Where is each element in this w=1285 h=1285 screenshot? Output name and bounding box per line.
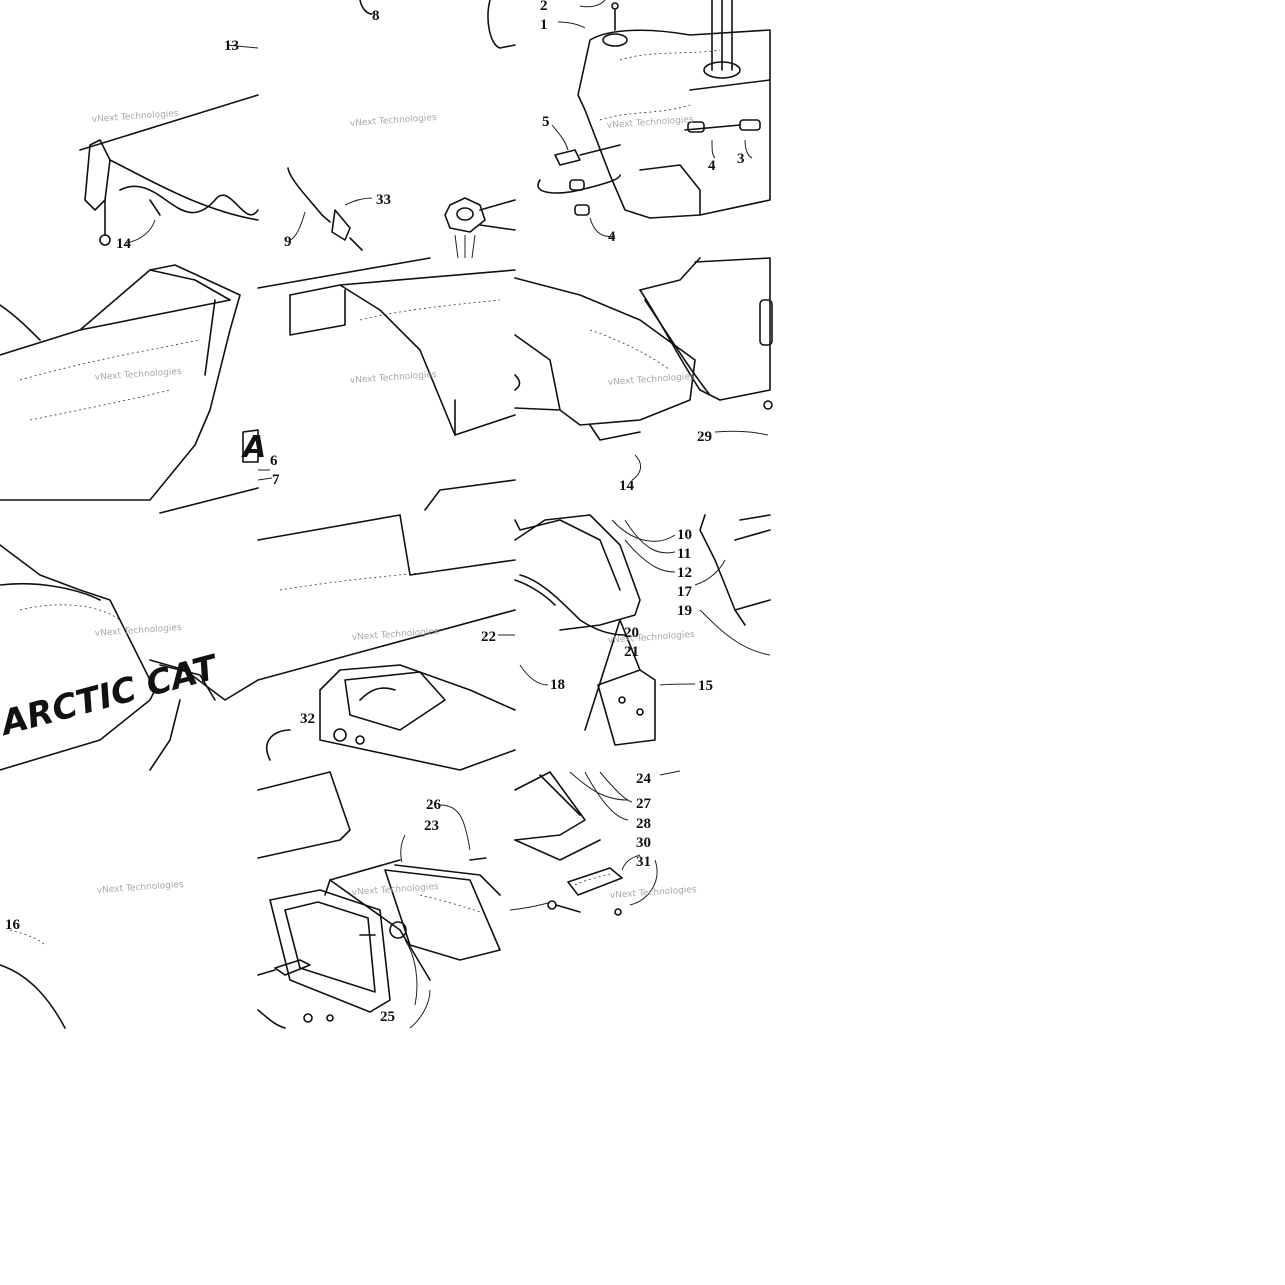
seat-rail-drawing <box>79 44 259 246</box>
callout-30: 30 <box>636 835 651 851</box>
seat-center-drawing <box>257 257 521 511</box>
callout-25: 25 <box>380 1009 395 1025</box>
watermark: vNext Technologies <box>608 372 696 388</box>
callout-14: 14 <box>619 478 635 494</box>
reflector-drawing <box>509 770 681 916</box>
callout-32: 32 <box>300 711 315 727</box>
taillight-base-drawing <box>257 514 516 771</box>
callout-6: 6 <box>270 453 278 469</box>
callout-11: 11 <box>677 546 691 562</box>
watermark: vNext Technologies <box>350 113 438 129</box>
watermarks: vNext Technologies vNext Technologies vN… <box>92 109 698 901</box>
callout-24: 24 <box>636 771 652 787</box>
hood-upper-drawing <box>0 264 273 514</box>
callout-5: 5 <box>542 114 550 130</box>
callout-17: 17 <box>677 584 693 600</box>
callout-13: 13 <box>224 38 239 54</box>
callout-3: 3 <box>737 151 745 167</box>
callout-23: 23 <box>424 818 439 834</box>
callout-labels: 8 13 14 9 33 2 1 5 4 3 4 6 7 29 14 10 11… <box>5 0 745 1025</box>
callout-2: 2 <box>540 0 548 14</box>
callout-19: 19 <box>677 603 692 619</box>
rear-tray-drawing <box>514 257 773 481</box>
hood-decal-letter: A <box>241 430 266 465</box>
watermark: vNext Technologies <box>95 367 183 383</box>
watermark: vNext Technologies <box>97 880 185 896</box>
callout-29: 29 <box>697 429 712 445</box>
callout-16: 16 <box>5 917 21 933</box>
callout-10: 10 <box>677 527 692 543</box>
callout-12: 12 <box>677 565 692 581</box>
callout-27: 27 <box>636 796 652 812</box>
callout-21: 21 <box>624 644 639 660</box>
callout-4: 4 <box>708 158 716 174</box>
watermark: vNext Technologies <box>350 370 438 386</box>
callout-26: 26 <box>426 797 442 813</box>
callout-31: 31 <box>636 854 651 870</box>
callout-9: 9 <box>284 234 292 250</box>
callout-7: 7 <box>272 472 280 488</box>
watermark: vNext Technologies <box>608 630 696 646</box>
watermark: vNext Technologies <box>352 627 440 643</box>
bracket-drawing <box>514 514 771 746</box>
callout-22: 22 <box>481 629 496 645</box>
callout-4: 4 <box>608 229 616 245</box>
callout-1: 1 <box>540 17 548 33</box>
callout-20: 20 <box>624 625 639 641</box>
callout-18: 18 <box>550 677 565 693</box>
fuel-tank-drawing <box>537 0 771 237</box>
hood-lower-drawing <box>0 544 259 771</box>
watermark: vNext Technologies <box>607 115 695 131</box>
taillight-assembly-drawing <box>257 771 501 1029</box>
watermark: vNext Technologies <box>95 623 183 639</box>
hood-side-drawing <box>0 929 66 1029</box>
fuel-line-drawing <box>287 0 516 259</box>
callout-15: 15 <box>698 678 713 694</box>
callout-14: 14 <box>116 236 132 252</box>
watermark: vNext Technologies <box>610 885 698 901</box>
callout-33: 33 <box>376 192 391 208</box>
callout-8: 8 <box>372 8 380 24</box>
callout-28: 28 <box>636 816 651 832</box>
watermark: vNext Technologies <box>352 882 440 898</box>
